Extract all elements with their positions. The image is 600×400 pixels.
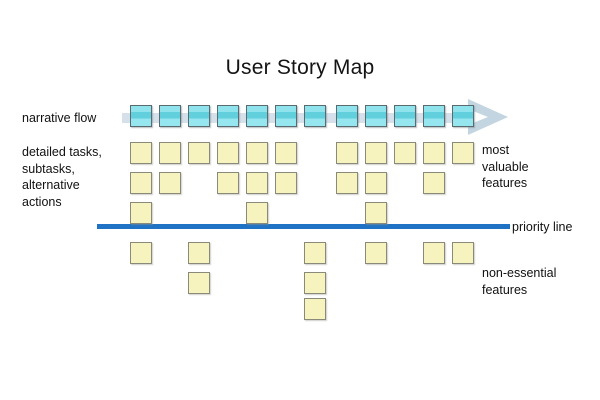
story-card-detail-row-3-col8[interactable]	[365, 202, 387, 224]
label-narrative-flow: narrative flow	[22, 111, 97, 125]
story-card-narrative-flow-col9[interactable]	[394, 105, 416, 127]
story-card-detail-row-1-col4[interactable]	[246, 142, 268, 164]
story-card-below-row-1-col6[interactable]	[304, 242, 326, 264]
story-card-narrative-flow-col8[interactable]	[365, 105, 387, 127]
story-card-detail-row-1-col10[interactable]	[423, 142, 445, 164]
story-card-narrative-flow-col4[interactable]	[246, 105, 268, 127]
story-card-detail-row-1-col3[interactable]	[217, 142, 239, 164]
story-card-detail-row-2-col8[interactable]	[365, 172, 387, 194]
story-card-detail-row-2-col10[interactable]	[423, 172, 445, 194]
story-card-below-row-1-col8[interactable]	[365, 242, 387, 264]
story-card-narrative-flow-col6[interactable]	[304, 105, 326, 127]
flow-arrow-icon	[468, 99, 508, 135]
story-card-detail-row-2-col1[interactable]	[159, 172, 181, 194]
label-priority-line: priority line	[512, 220, 573, 234]
label-detailed-tasks: detailed tasks, subtasks, alternative ac…	[22, 145, 102, 209]
story-card-below-row-1-col0[interactable]	[130, 242, 152, 264]
narrative-flow-band	[122, 113, 474, 123]
story-card-narrative-flow-col2[interactable]	[188, 105, 210, 127]
story-card-detail-row-1-col0[interactable]	[130, 142, 152, 164]
story-card-detail-row-2-col4[interactable]	[246, 172, 268, 194]
story-card-below-row-2-col2[interactable]	[188, 272, 210, 294]
story-card-narrative-flow-col0[interactable]	[130, 105, 152, 127]
page-title: User Story Map	[225, 56, 375, 79]
story-card-detail-row-1-col7[interactable]	[336, 142, 358, 164]
story-card-narrative-flow-col1[interactable]	[159, 105, 181, 127]
story-card-narrative-flow-col7[interactable]	[336, 105, 358, 127]
story-card-detail-row-1-col5[interactable]	[275, 142, 297, 164]
story-card-narrative-flow-col11[interactable]	[452, 105, 474, 127]
story-card-below-row-1-col11[interactable]	[452, 242, 474, 264]
story-card-detail-row-2-col5[interactable]	[275, 172, 297, 194]
story-card-detail-row-1-col1[interactable]	[159, 142, 181, 164]
story-card-narrative-flow-col5[interactable]	[275, 105, 297, 127]
story-card-detail-row-1-col9[interactable]	[394, 142, 416, 164]
story-card-detail-row-2-col7[interactable]	[336, 172, 358, 194]
label-most-valuable-features: most valuable features	[482, 143, 529, 190]
story-card-detail-row-1-col11[interactable]	[452, 142, 474, 164]
story-card-detail-row-3-col0[interactable]	[130, 202, 152, 224]
story-card-below-row-2-col6[interactable]	[304, 272, 326, 294]
priority-line-swatch	[497, 224, 510, 229]
story-card-detail-row-1-col8[interactable]	[365, 142, 387, 164]
label-non-essential-features: non-essential features	[482, 266, 557, 297]
story-card-below-row-1-col2[interactable]	[188, 242, 210, 264]
story-card-narrative-flow-col3[interactable]	[217, 105, 239, 127]
story-card-detail-row-3-col4[interactable]	[246, 202, 268, 224]
story-card-detail-row-1-col2[interactable]	[188, 142, 210, 164]
story-card-below-row-3-col6[interactable]	[304, 298, 326, 320]
story-card-narrative-flow-col10[interactable]	[423, 105, 445, 127]
story-card-detail-row-2-col0[interactable]	[130, 172, 152, 194]
story-card-below-row-1-col10[interactable]	[423, 242, 445, 264]
priority-line	[97, 224, 501, 229]
story-card-detail-row-2-col3[interactable]	[217, 172, 239, 194]
